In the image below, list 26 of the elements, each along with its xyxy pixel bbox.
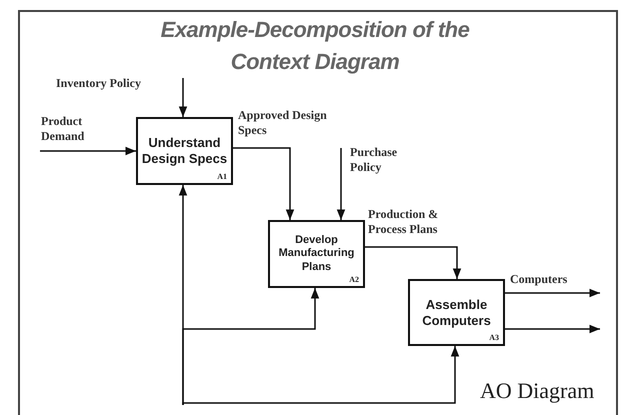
edge-label: Approved Design Specs: [238, 108, 328, 138]
edge-label: Production & Process Plans: [368, 207, 440, 237]
arrow: [336, 148, 346, 220]
arrow: [505, 324, 600, 334]
arrow: [182, 346, 460, 406]
node-number: A1: [217, 172, 227, 181]
diagram-label: AO Diagram: [480, 378, 594, 404]
arrow: [233, 147, 294, 220]
edge-label: Computers: [510, 272, 568, 287]
arrow: [182, 288, 320, 405]
activity-box: [136, 117, 233, 185]
activity-name: Develop Manufacturing Plans: [278, 234, 356, 274]
arrow: [40, 146, 136, 156]
arrow: [365, 246, 462, 279]
activity-box: [268, 220, 365, 288]
arrow: [505, 288, 600, 298]
edge-label: Inventory Policy: [56, 76, 142, 91]
diagram-title: Example-Decomposition of the Context Diagram: [160, 16, 470, 76]
node-number: A3: [489, 333, 499, 342]
activity-name: Assemble Computers: [421, 296, 492, 328]
arrow: [178, 78, 188, 117]
activity-name: Understand Design Specs: [140, 135, 228, 167]
node-number: A2: [349, 275, 359, 284]
activity-box: [408, 279, 505, 346]
edge-label: Purchase Policy: [350, 145, 398, 175]
edge-label: Product Demand: [41, 114, 86, 144]
